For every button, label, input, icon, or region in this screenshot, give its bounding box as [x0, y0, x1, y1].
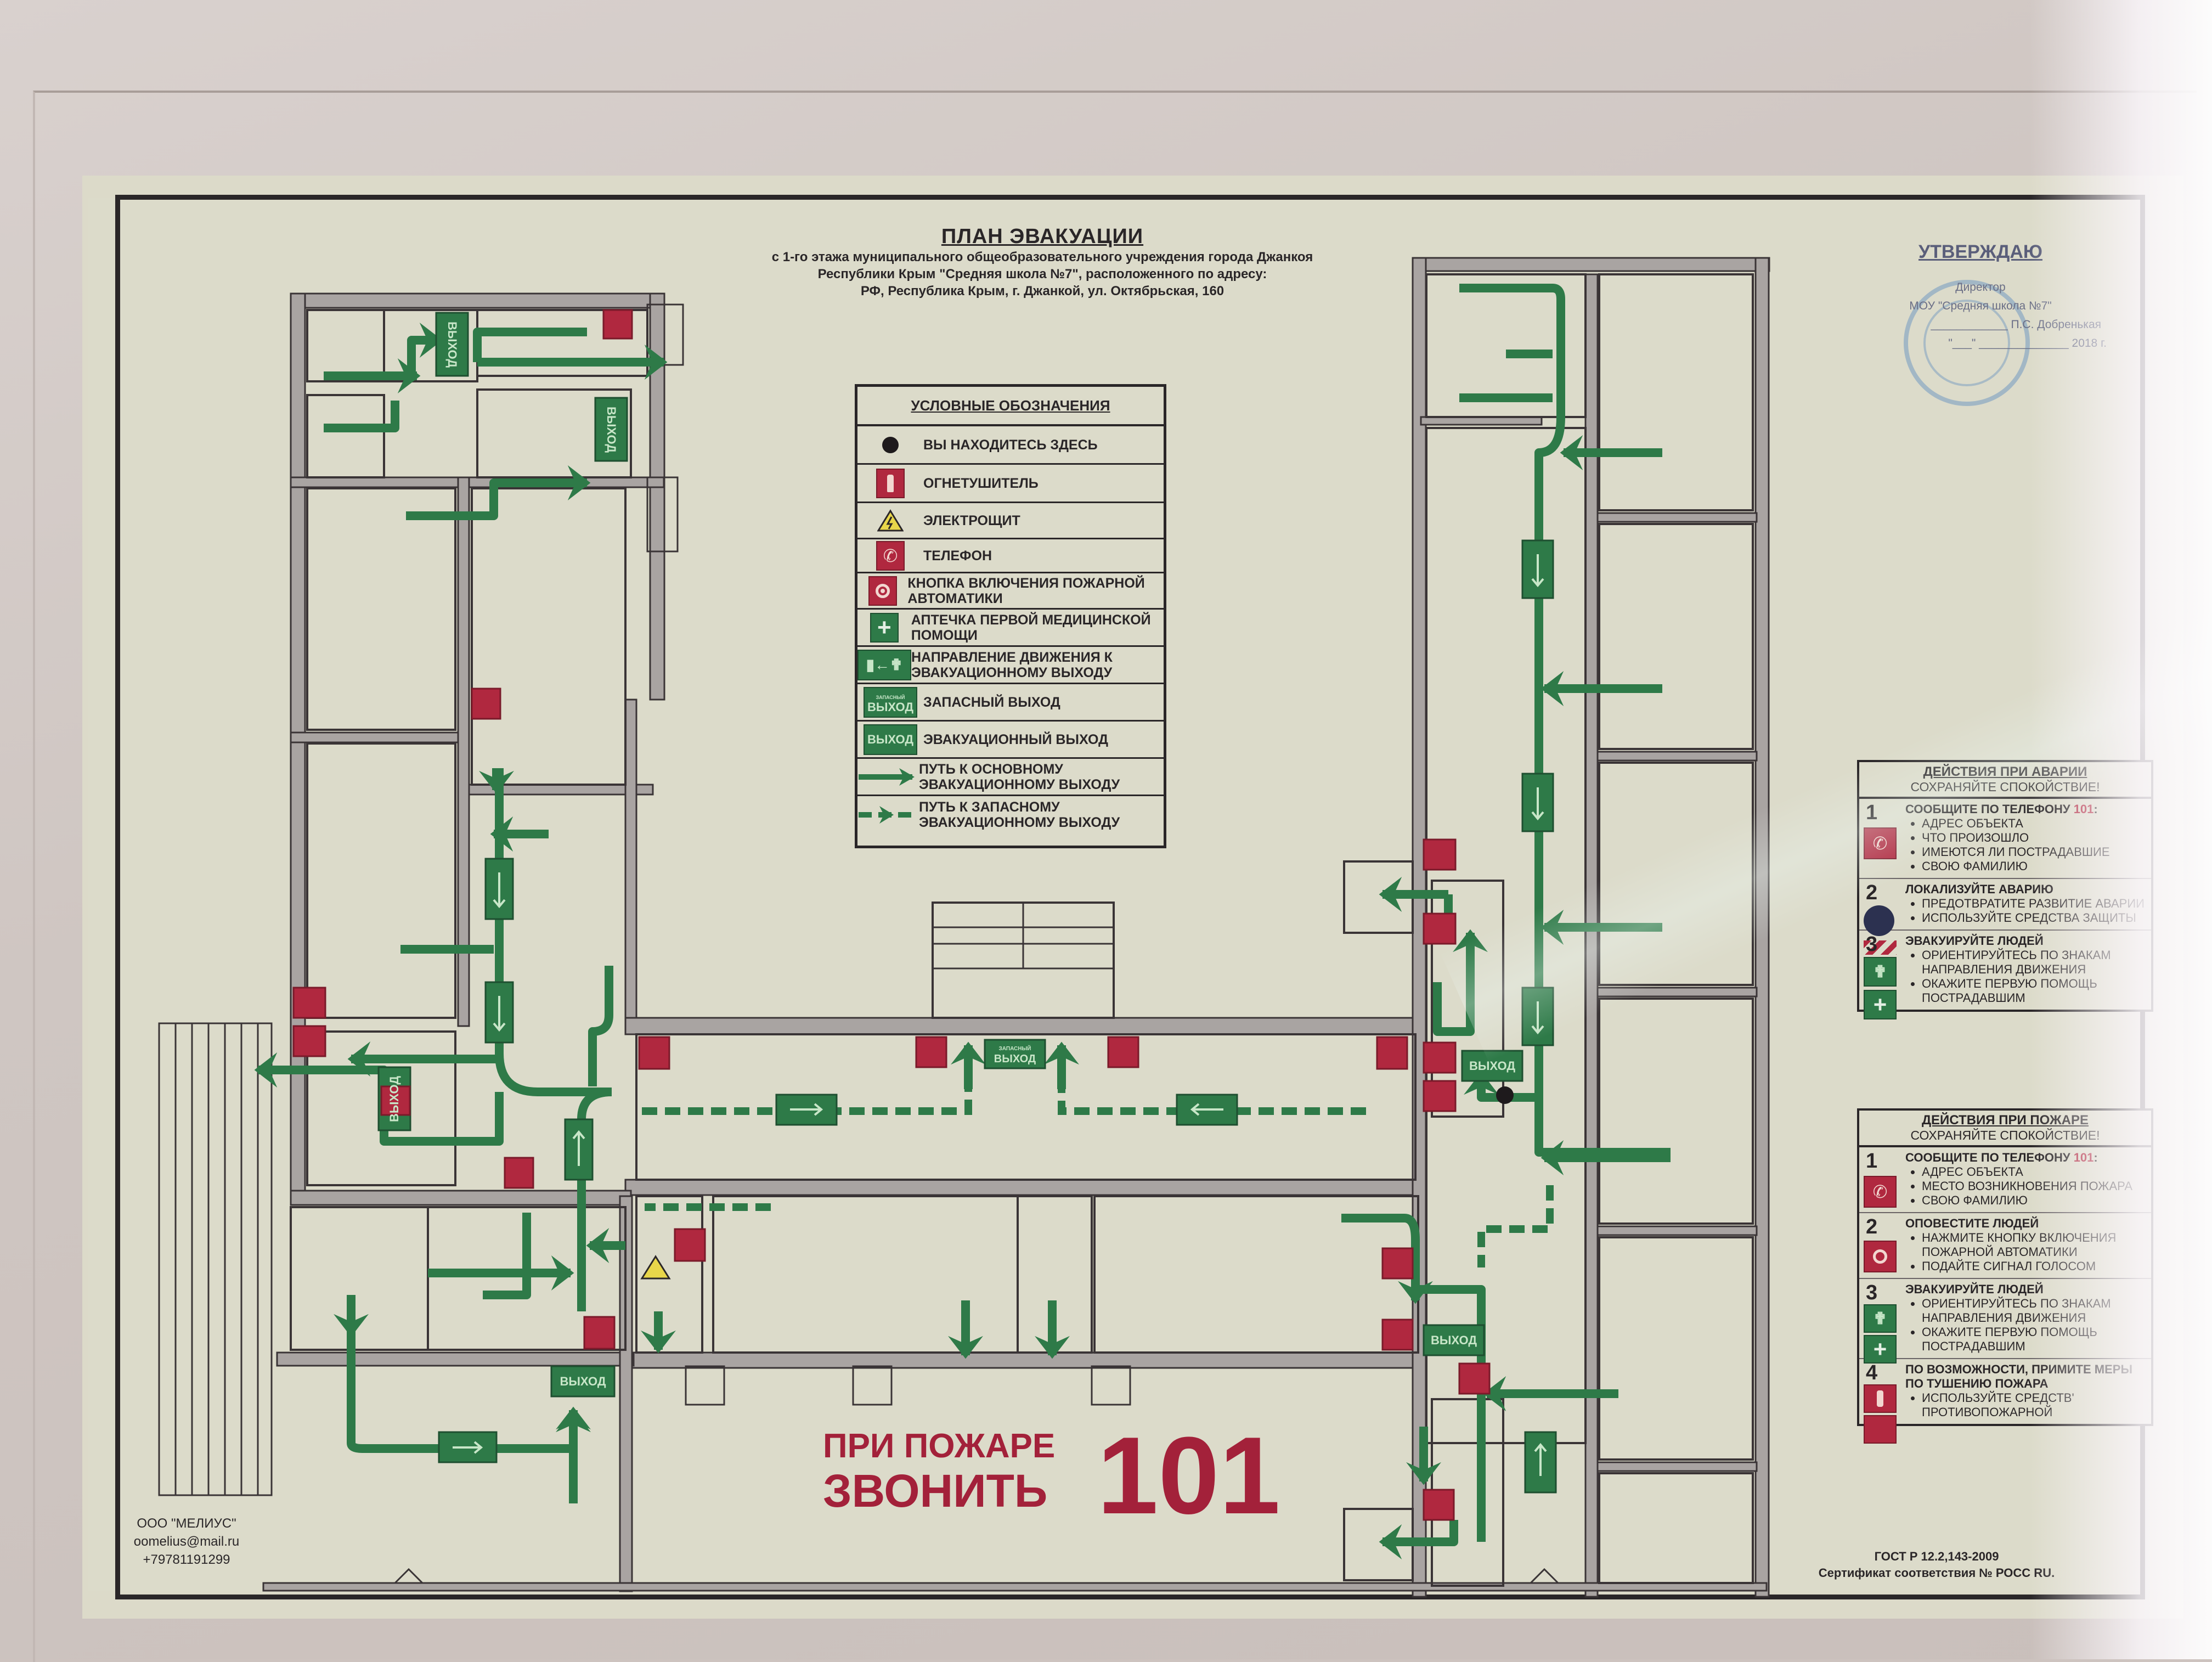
approval-name: П.С. Добренькая — [2011, 318, 2101, 331]
legend-item: ▮←✟ НАПРАВЛЕНИЕ ДВИЖЕНИЯ К ЭВАКУАЦИОННОМ… — [857, 647, 1164, 684]
you-are-here-dot — [882, 436, 899, 453]
plan-exit-sign-label: ВЫХОД — [445, 321, 459, 368]
action-step: 2 ОПОВЕСТИТЕ ЛЮДЕЙ НАЖМИТЕ КНОПКУ ВКЛЮЧЕ… — [1859, 1213, 2151, 1279]
emergency-actions-subheading: СОХРАНЯЙТЕ СПОКОЙСТВИЕ! — [1910, 780, 2100, 794]
action-step: 3 ✟ + ЭВАКУИРУЙТЕ ЛЮДЕЙ ОРИЕНТИРУЙТЕСЬ П… — [1859, 1279, 2151, 1364]
fire-call-number: 101 — [1097, 1415, 1280, 1537]
legend-item: ПУТЬ К ЗАПАСНОМУ ЭВАКУАЦИОННОМУ ВЫХОДУ — [857, 796, 1164, 833]
action-step: 4 ПО ВОЗМОЖНОСТИ, ПРИМИТЕ МЕРЫ ПО ТУШЕНИ… — [1859, 1359, 2151, 1444]
subtitle-line: с 1-го этажа муниципального общеобразова… — [771, 250, 1313, 264]
emergency-actions-heading: ДЕЙСТВИЯ ПРИ АВАРИИ — [1923, 764, 2087, 779]
legend-item: ОГНЕТУШИТЕЛЬ — [857, 465, 1164, 503]
legend-panel: УСЛОВНЫЕ ОБОЗНАЧЕНИЯ ВЫ НАХОДИТЕСЬ ЗДЕСЬ… — [855, 384, 1166, 848]
phone-icon: ✆ — [1864, 827, 1897, 859]
exit-direction-sign-icon: ▮←✟ — [857, 649, 911, 680]
electrical-panel-icon — [877, 509, 904, 531]
approval-heading: УТВЕРЖДАЮ — [1918, 241, 2042, 262]
legend-item: КНОПКА ВКЛЮЧЕНИЯ ПОЖАРНОЙ АВТОМАТИКИ — [857, 573, 1164, 610]
first-aid-icon: + — [870, 612, 899, 643]
plan-exit-sign-label: ВЫХОД — [560, 1374, 606, 1388]
fire-call-line1: ПРИ ПОЖАРЕ — [823, 1427, 1056, 1465]
plan-reserve-exit-sign: ЗАПАСНЫЙ ВЫХОД — [994, 1046, 1036, 1065]
hazard-stripes-icon — [1864, 940, 1897, 955]
fire-actions-subheading: СОХРАНЯЙТЕ СПОКОЙСТВИЕ! — [1910, 1128, 2100, 1142]
approval-year: 2018 г. — [2072, 337, 2107, 350]
company-email: oomelius@mail.ru — [133, 1534, 240, 1549]
main-route-arrow-icon — [859, 768, 915, 786]
company-phone: +79781191299 — [143, 1552, 230, 1567]
certification-footer: ГОСТ Р 12.2,143-2009 Сертификат соответс… — [1794, 1548, 2079, 1581]
frame-edge — [33, 91, 2197, 1662]
plan-exit-sign-label: ВЫХОД — [1469, 1058, 1516, 1073]
main-routes — [254, 284, 1671, 1559]
fire-actions-heading: ДЕЙСТВИЯ ПРИ ПОЖАРЕ — [1921, 1113, 2089, 1128]
legend-item: ЗАПАСНЫЙ ВЫХОД ЗАПАСНЫЙ ВЫХОД — [857, 684, 1164, 722]
approval-position: Директор — [1955, 281, 2006, 294]
company-name: ООО "МЕЛИУС" — [137, 1516, 236, 1531]
direction-sign-glyphs — [453, 554, 1547, 1476]
legend-item: ВЫХОД ЭВАКУАЦИОННЫЙ ВЫХОД — [857, 722, 1164, 759]
first-aid-icon: + — [1864, 990, 1897, 1019]
fire-alarm-button-icon — [1864, 1241, 1897, 1272]
reserve-routes — [642, 1062, 1554, 1267]
action-step: 3 ✟ + ЭВАКУИРУЙТЕ ЛЮДЕЙ ОРИЕНТИРУЙТЕСЬ П… — [1859, 931, 2151, 1019]
fire-call-notice: ПРИ ПОЖАРЕ ЗВОНИТЬ 101 — [823, 1421, 1280, 1531]
gost-standard: ГОСТ Р 12.2,143-2009 — [1874, 1550, 1999, 1563]
first-aid-icon: + — [1864, 1335, 1897, 1364]
exit-sign-icon: ВЫХОД — [864, 724, 917, 755]
reserve-route-arrow-icon — [859, 806, 915, 824]
phone-icon: ✆ — [1864, 1176, 1897, 1208]
action-step: 1 ✆ СООБЩИТЕ ПО ТЕЛЕФОНУ 101: АДРЕС ОБЪЕ… — [1859, 1147, 2151, 1213]
fire-extinguisher-icon — [876, 468, 905, 498]
page-title: ПЛАН ЭВАКУАЦИИ — [941, 225, 1144, 248]
subtitle-line: РФ, Республика Крым, г. Джанкой, ул. Окт… — [860, 284, 1224, 298]
official-stamp — [1904, 280, 2030, 406]
legend-heading: УСЛОВНЫЕ ОБОЗНАЧЕНИЯ — [857, 387, 1164, 426]
emergency-actions-panel: ДЕЙСТВИЯ ПРИ АВАРИИ СОХРАНЯЙТЕ СПОКОЙСТВ… — [1857, 760, 2153, 1019]
legend-item: ПУТЬ К ОСНОВНОМУ ЭВАКУАЦИОННОМУ ВЫХОДУ — [857, 759, 1164, 796]
action-step: 2 ЛОКАЛИЗУЙТЕ АВАРИЮ ПРЕДОТВРАТИТЕ РАЗВИ… — [1859, 879, 2151, 955]
reserve-exit-sign-icon: ЗАПАСНЫЙ ВЫХОД — [864, 686, 917, 718]
subtitle-line: Республики Крым "Средняя школа №7", расп… — [817, 267, 1267, 281]
plan-exit-sign-label: ВЫХОД — [387, 1075, 401, 1122]
approval-org: МОУ "Средняя школа №7" — [1909, 300, 2052, 312]
building-walls — [262, 257, 1770, 1598]
approval-block: УТВЕРЖДАЮ Директор МОУ "Средняя школа №7… — [1849, 241, 2112, 353]
fire-actions-panel: ДЕЙСТВИЯ ПРИ ПОЖАРЕ СОХРАНЯЙТЕ СПОКОЙСТВ… — [1857, 1108, 2153, 1444]
you-are-here-marker — [1496, 1086, 1514, 1104]
fire-call-line2: ЗВОНИТЬ — [823, 1465, 1048, 1517]
plan-exit-sign-label: ВЫХОД — [1430, 1333, 1477, 1347]
phone-icon: ✆ — [876, 540, 905, 571]
running-man-exit-icon: ✟ — [1864, 957, 1897, 987]
legend-item: ЭЛЕКТРОЩИТ — [857, 503, 1164, 539]
fire-alarm-button-icon — [868, 576, 897, 606]
fire-hose-icon — [1864, 1415, 1897, 1444]
approval-date-prefix: "___" — [1948, 337, 1976, 350]
stairs — [158, 303, 1131, 1496]
company-info: ООО "МЕЛИУС" oomelius@mail.ru +797811912… — [104, 1514, 269, 1569]
legend-item: ВЫ НАХОДИТЕСЬ ЗДЕСЬ — [857, 426, 1164, 465]
legend-item: + АПТЕЧКА ПЕРВОЙ МЕДИЦИНСКОЙ ПОМОЩИ — [857, 610, 1164, 647]
plan-title-block: ПЛАН ЭВАКУАЦИИ с 1-го этажа муниципально… — [702, 225, 1383, 300]
running-man-exit-icon: ✟ — [1864, 1304, 1897, 1333]
plan-exit-sign-label: ВЫХОД — [605, 406, 618, 453]
certificate-text: Сертификат соответствия № РОСС RU. — [1818, 1566, 2055, 1580]
electrical-panel-icon — [640, 1255, 671, 1280]
action-step: 1 ✆ СООБЩИТЕ ПО ТЕЛЕФОНУ 101: АДРЕС ОБЪЕ… — [1859, 799, 2151, 879]
building-break-marks — [394, 1568, 1559, 1584]
plan-red-signs — [292, 309, 1491, 1521]
mask-icon — [1864, 905, 1894, 936]
fire-extinguisher-icon — [1864, 1384, 1897, 1413]
legend-item: ✆ ТЕЛЕФОН — [857, 539, 1164, 573]
